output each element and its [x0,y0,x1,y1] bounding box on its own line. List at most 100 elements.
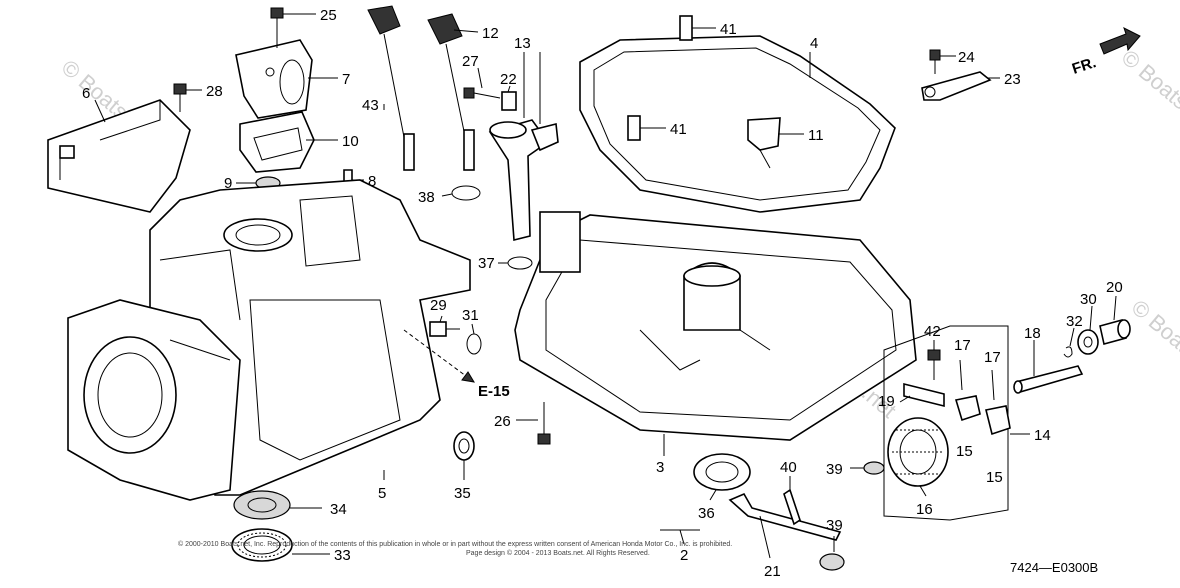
callout-label: 4 [810,35,818,52]
callout-label: 21 [764,563,781,580]
callout-label: 11 [808,127,824,144]
callout-label: 34 [330,501,347,518]
callout-label: 35 [454,485,471,502]
callout-label: 37 [478,255,495,272]
callout-label: 32 [1066,313,1083,330]
callout-label: 16 [916,501,933,518]
washer-part-39 [863,461,885,475]
callout-label: 2 [680,547,688,564]
collar-part-20 [1099,319,1131,345]
callout-label: 39 [826,461,843,478]
callout-label: 29 [430,297,447,314]
callout-label: 42 [924,323,941,340]
governor-gear-part-16 [887,417,949,487]
oil-seal-part-36 [693,453,751,491]
callout-label: 24 [958,49,975,66]
shaft-part-18 [1013,365,1084,394]
governor-assembly-part-14 [883,325,1009,521]
breather-gasket-part-10 [239,111,315,173]
callout-label: 31 [462,307,479,324]
clip-part-32 [1063,346,1073,358]
shaft-part-21 [728,492,842,541]
callout-label: 15 [956,443,973,460]
callout-label: 41 [670,121,687,138]
bolt-part-28 [173,83,187,112]
bracket-part-6 [47,99,191,213]
washer-part-30 [1077,329,1099,355]
pin-part-17 [991,369,995,401]
oil-filler-tube-part-13 [488,119,559,242]
callout-label: 17 [954,337,971,354]
guide-part-11 [747,117,781,169]
bolt-part-25 [270,7,284,48]
dipstick-part-12 [427,13,475,171]
copyright-footer: © 2000-2010 Boats.net, Inc. Reproduction… [178,540,732,548]
watermark: © Boats.net [1117,45,1180,138]
callout-label: 28 [206,83,223,100]
direction-label: FR. [1070,54,1098,78]
callout-label: 12 [482,25,499,42]
crankcase-part-5 [67,179,471,501]
callout-label: 27 [462,53,479,70]
gasket-part-4 [579,35,896,213]
callout-label: 33 [334,547,351,564]
watermark: © Boats.net [1127,295,1180,388]
callout-label: 10 [342,133,359,150]
callout-label: 36 [698,505,715,522]
plate-part-23 [921,71,992,101]
dowel-pin-part-41 [679,15,693,41]
diagram-code: 7424—E0300B [1010,560,1098,575]
callout-label: 41 [720,21,737,38]
o-ring-part-37 [507,256,533,270]
leader-lines [94,13,1117,559]
callout-label: 39 [826,517,843,534]
callout-label: 5 [378,485,386,502]
oil-pan-part-3 [514,211,917,441]
bolt-part-42 [927,349,941,380]
callout-label: 14 [1034,427,1051,444]
page-design-footer: Page design © 2004 - 2013 Boats.net. All… [466,549,650,557]
callout-label: 25 [320,7,337,24]
o-ring-part-38 [451,185,481,201]
callout-label: 17 [984,349,1001,366]
callout-label: 18 [1024,325,1041,342]
plate-part-19 [903,382,945,408]
pin-part-17 [959,359,963,391]
pin-part-40 [783,488,801,526]
washer-part-39 [819,553,845,571]
callout-label: 19 [878,393,895,410]
callout-label: 40 [780,459,797,476]
breather-cover-part-7 [235,39,313,119]
callout-label: 13 [514,35,531,52]
front-direction-arrow-icon [1099,27,1141,55]
bolt-part-27 [463,87,501,99]
callout-label: 23 [1004,71,1021,88]
plug-part-29 [429,321,460,337]
callout-label: 30 [1080,291,1097,308]
callout-labels: 25 12 13 41 4 24 23 6 28 7 27 22 43 10 4… [82,7,1123,580]
callout-label: 9 [224,175,232,192]
callout-label: 38 [418,189,435,206]
callout-label: 15 [986,469,1003,486]
weight-part-15 [985,405,1011,436]
oil-seal-part-35 [453,431,475,461]
dowel-pin-part-41 [627,115,641,141]
callout-label: 3 [656,459,664,476]
collar-part-22 [501,91,517,111]
callout-label: 26 [494,413,511,430]
callout-label: 22 [500,71,517,88]
reference-arrow-icon [403,329,475,383]
bearing-part-33 [231,528,293,562]
callout-label: 8 [368,173,376,190]
callout-label: 20 [1106,279,1123,296]
callout-label: 43 [362,97,379,114]
oil-seal-part-34 [233,490,291,520]
reference-label: E-15 [478,383,510,400]
bolt-part-26 [537,402,551,445]
bolt-part-24 [929,49,941,74]
callout-label: 7 [342,71,350,88]
callout-label: 6 [82,85,90,102]
weight-part-15 [954,395,981,422]
washer-part-31 [466,333,482,355]
